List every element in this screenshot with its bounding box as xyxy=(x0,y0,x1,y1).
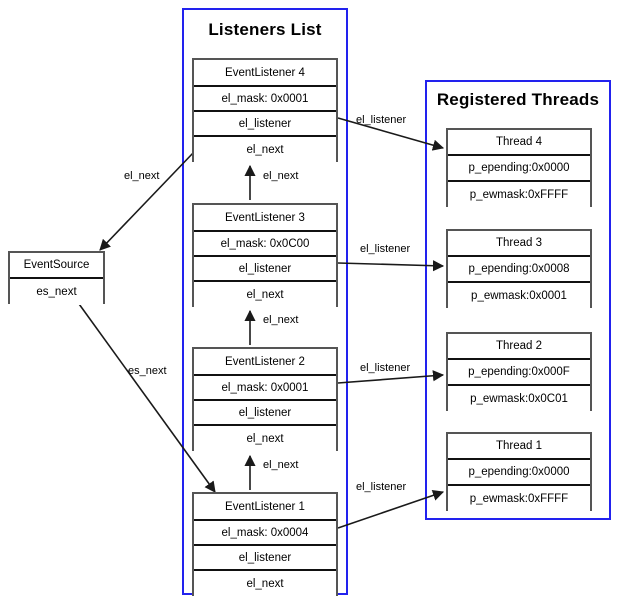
edge-label-listener2-el-next: el_next xyxy=(263,314,299,326)
event-source-title: EventSource xyxy=(10,253,103,279)
registered-threads-panel xyxy=(425,80,611,520)
thread-2-title: Thread 2 xyxy=(448,334,590,360)
edge-label-listener1-el-next: el_next xyxy=(263,459,299,471)
thread-3-title: Thread 3 xyxy=(448,231,590,257)
event-listener-1-mask: el_mask: 0x0004 xyxy=(194,521,336,546)
event-listener-3-next: el_next xyxy=(194,282,336,307)
edge-label-eventsource-es-next: es_next xyxy=(128,365,167,377)
event-listener-2-next: el_next xyxy=(194,426,336,451)
event-listener-3-title: EventListener 3 xyxy=(194,205,336,232)
thread-4-epending: p_epending:0x0000 xyxy=(448,156,590,182)
event-listener-3-mask: el_mask: 0x0C00 xyxy=(194,232,336,257)
thread-1-epending: p_epending:0x0000 xyxy=(448,460,590,486)
listeners-list-title: Listeners List xyxy=(208,20,322,39)
event-listener-3-listener: el_listener xyxy=(194,257,336,282)
thread-1-node[interactable]: Thread 1 p_epending:0x0000 p_ewmask:0xFF… xyxy=(446,432,592,512)
thread-2-ewmask: p_ewmask:0x0C01 xyxy=(448,386,590,412)
event-listener-2-listener: el_listener xyxy=(194,401,336,426)
event-listener-4-next: el_next xyxy=(194,137,336,162)
thread-4-title: Thread 4 xyxy=(448,130,590,156)
thread-3-node[interactable]: Thread 3 p_epending:0x0008 p_ewmask:0x00… xyxy=(446,229,592,309)
edge-listener4-to-eventsource xyxy=(99,151,195,251)
registered-threads-title: Registered Threads xyxy=(436,90,600,109)
event-listener-2-node[interactable]: EventListener 2 el_mask: 0x0001 el_liste… xyxy=(192,347,338,451)
event-listener-4-listener: el_listener xyxy=(194,112,336,137)
event-listener-3-node[interactable]: EventListener 3 el_mask: 0x0C00 el_liste… xyxy=(192,203,338,307)
event-listener-1-node[interactable]: EventListener 1 el_mask: 0x0004 el_liste… xyxy=(192,492,338,596)
event-listener-4-node[interactable]: EventListener 4 el_mask: 0x0001 el_liste… xyxy=(192,58,338,162)
edge-label-listener3-el-listener: el_listener xyxy=(360,243,411,255)
edge-label-listener4-el-next: el_next xyxy=(124,170,160,182)
thread-1-title: Thread 1 xyxy=(448,434,590,460)
event-listener-1-listener: el_listener xyxy=(194,546,336,571)
thread-2-node[interactable]: Thread 2 p_epending:0x000F p_ewmask:0x0C… xyxy=(446,332,592,412)
edge-label-listener4-el-listener: el_listener xyxy=(356,114,407,126)
edge-label-listener2-el-listener: el_listener xyxy=(360,362,411,374)
event-listener-4-mask: el_mask: 0x0001 xyxy=(194,87,336,112)
event-listener-2-mask: el_mask: 0x0001 xyxy=(194,376,336,401)
edge-label-listener1-el-listener: el_listener xyxy=(356,481,407,493)
event-listener-2-title: EventListener 2 xyxy=(194,349,336,376)
event-source-node[interactable]: EventSource es_next xyxy=(8,251,105,305)
thread-4-ewmask: p_ewmask:0xFFFF xyxy=(448,182,590,208)
edge-label-listener3-el-next: el_next xyxy=(263,170,299,182)
thread-3-ewmask: p_ewmask:0x0001 xyxy=(448,283,590,309)
thread-1-ewmask: p_ewmask:0xFFFF xyxy=(448,486,590,512)
thread-4-node[interactable]: Thread 4 p_epending:0x0000 p_ewmask:0xFF… xyxy=(446,128,592,208)
event-source-field-es-next: es_next xyxy=(10,279,103,305)
event-listener-1-next: el_next xyxy=(194,571,336,596)
event-listener-4-title: EventListener 4 xyxy=(194,60,336,87)
thread-3-epending: p_epending:0x0008 xyxy=(448,257,590,283)
event-listener-1-title: EventListener 1 xyxy=(194,494,336,521)
thread-2-epending: p_epending:0x000F xyxy=(448,360,590,386)
